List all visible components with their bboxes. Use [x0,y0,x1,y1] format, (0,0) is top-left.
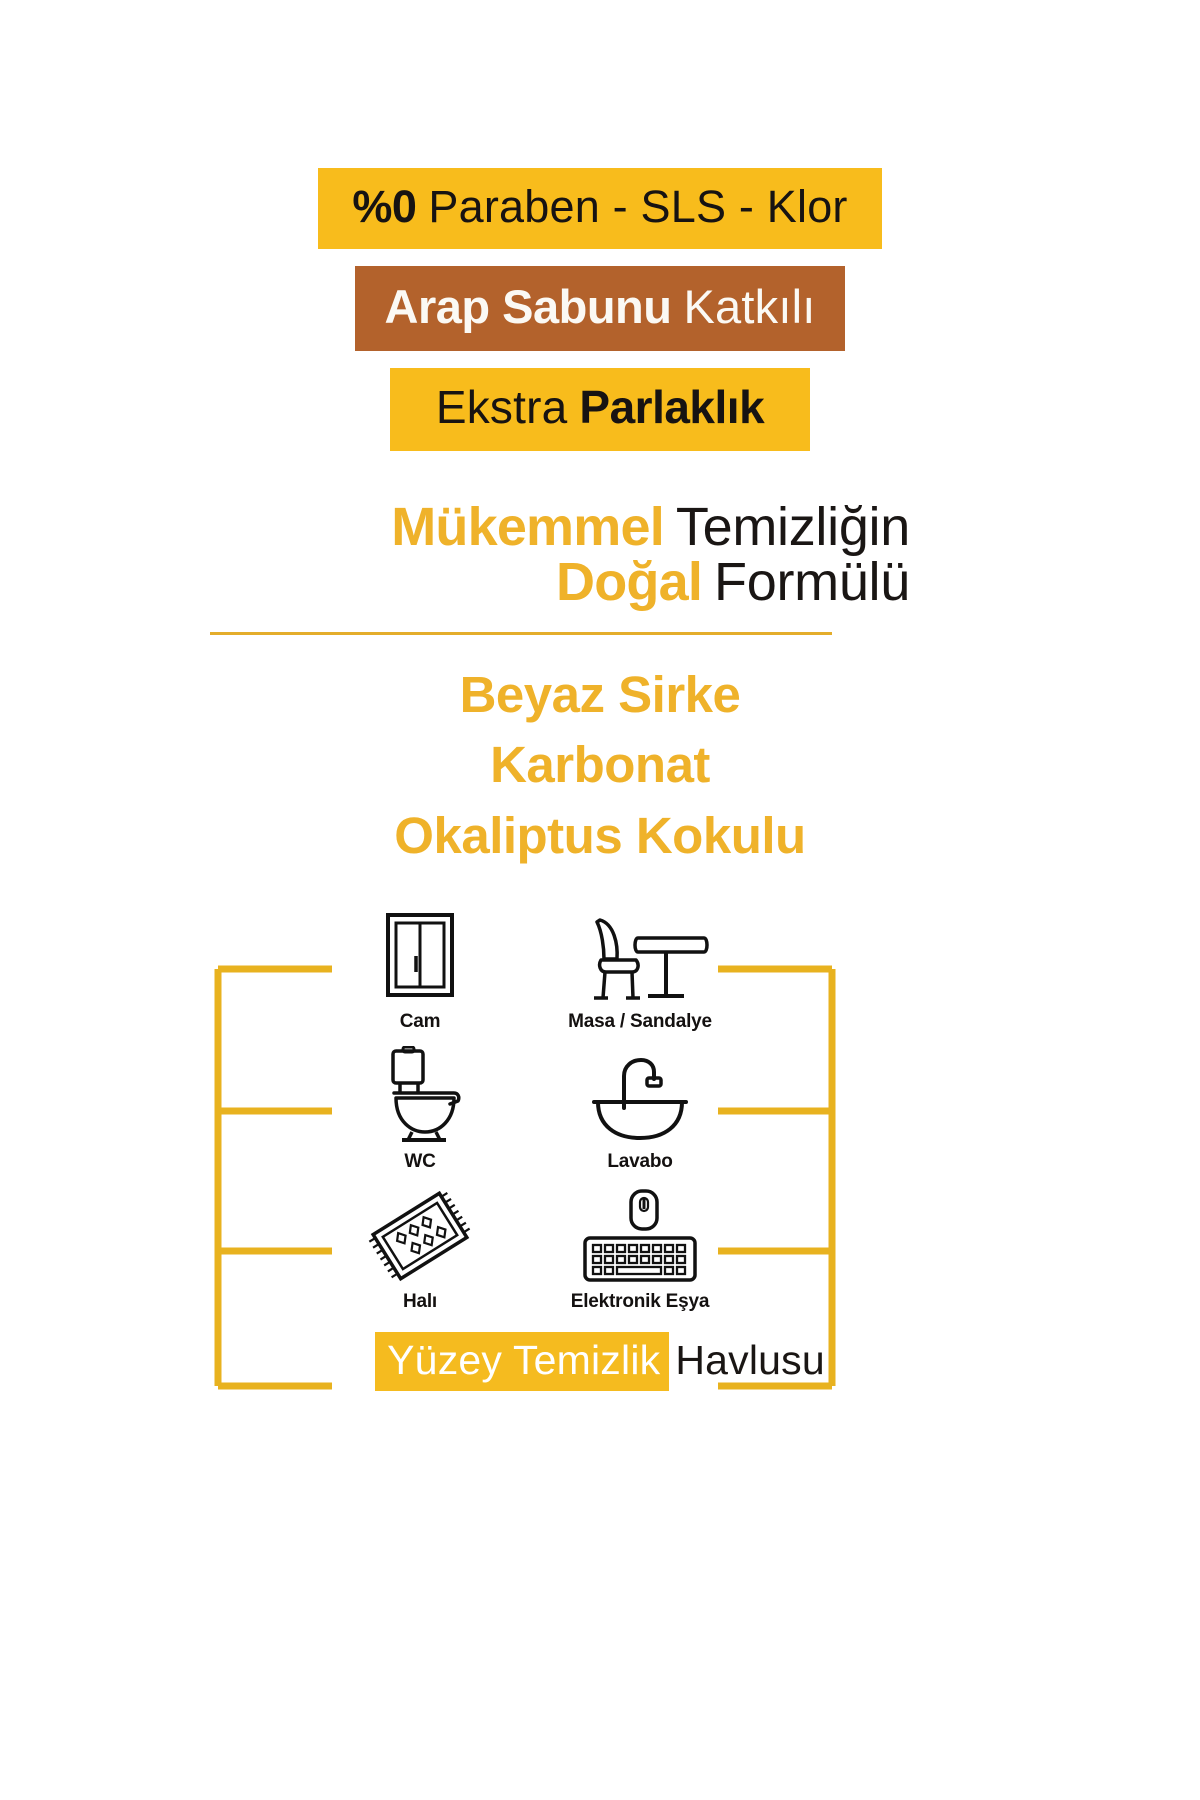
icon-cell-masa-sandalye: Masa / Sandalye [540,895,740,1035]
banner-paraben-free: %0 Paraben - SLS - Klor [318,168,882,249]
ingredient-item: Beyaz Sirke [459,666,741,723]
product-name-rest: Havlusu [675,1337,825,1383]
keyboard-mouse-icon [579,1184,701,1284]
surface-icon-grid: Cam [320,895,740,1315]
icon-cell-elektronik-esya: Elektronik Eşya [540,1175,740,1315]
icon-cell-cam: Cam [320,895,520,1035]
headline-line-1-dark: Temizliğin [675,497,910,557]
icon-label: Elektronik Eşya [570,1291,710,1312]
banner-3-strong: Ekstra [435,381,568,433]
banner-2-rest: Katkılı [683,280,816,333]
bracket-frame-svg [214,965,836,1390]
icon-label: Lavabo [607,1151,673,1172]
ingredient-item: Okaliptus Kokulu [394,806,806,864]
banner-1-strong: %0 [352,181,417,232]
icon-label: Masa / Sandalye [568,1011,712,1032]
banner-ekstra-parlaklik: Ekstra Parlaklık [389,368,811,451]
window-icon [372,904,468,1004]
rug-icon [365,1184,475,1284]
icon-label: Halı [402,1291,438,1312]
sink-icon [584,1044,696,1144]
icon-cell-lavabo: Lavabo [540,1035,740,1175]
toilet-icon [372,1044,468,1144]
usage-bracket-frame [205,965,845,1390]
feature-banner-stack: %0 Paraben - SLS - Klor Arap Sabunu Katk… [0,168,1200,451]
headline-line-2-dark: Formülü [714,552,910,613]
icon-cell-hali: Halı [320,1175,520,1315]
icon-cell-wc: WC [320,1035,520,1175]
headline-line-2-gold: Doğal [556,552,703,613]
banner-1-rest: Paraben - SLS - Klor [428,181,848,232]
headline-line-1-gold: Mükemmel [391,497,665,557]
icon-label: WC [404,1151,436,1172]
ingredient-item: Karbonat [490,736,710,794]
banner-arap-sabunu: Arap Sabunu Katkılı [354,266,846,351]
ingredient-list: Beyaz Sirke Karbonat Okaliptus Kokulu [0,660,1200,871]
product-name-highlight: Yüzey Temizlik [375,1332,670,1391]
banner-3-rest: Parlaklık [579,381,765,433]
banner-2-strong: Arap Sabunu [384,280,672,333]
headline-divider [210,632,832,635]
desk-chair-icon [570,904,710,1004]
icon-label: Cam [399,1011,441,1032]
